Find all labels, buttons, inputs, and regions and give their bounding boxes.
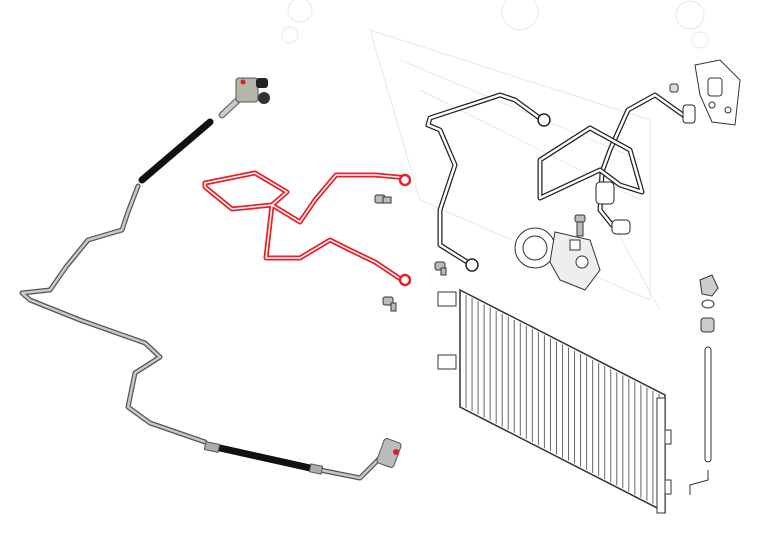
receiver-drier [689,274,719,495]
ac-condenser [437,288,672,514]
refrigerant-tubes-right [425,92,696,272]
bolts [374,194,586,312]
condenser-fins [465,295,660,507]
highlighted-ac-pipe [202,170,412,287]
pressure-switch-connector [235,77,270,104]
gasket-plate [669,59,741,126]
ac-hose-line-left [19,96,402,481]
ac-compressor [514,227,601,291]
background-ghost-drawing [281,0,709,311]
